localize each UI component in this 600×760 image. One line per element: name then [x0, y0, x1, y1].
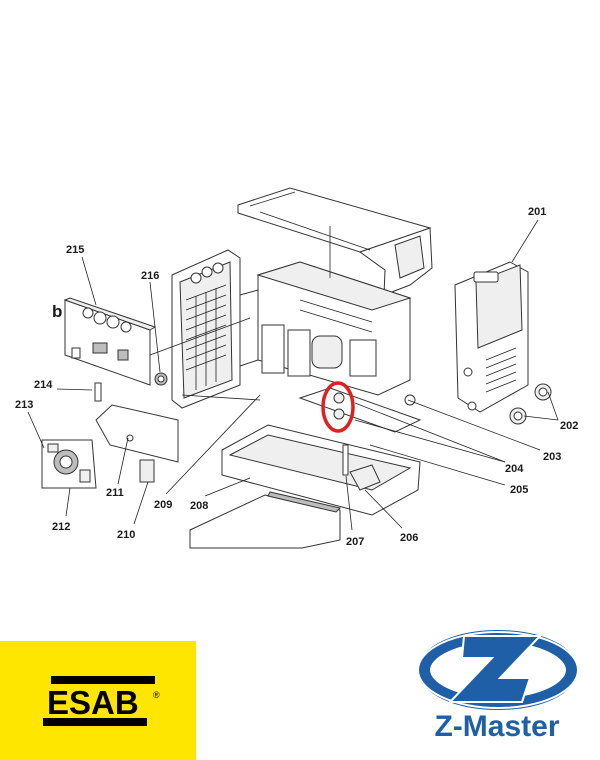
zmaster-text: Z-Master	[434, 710, 560, 743]
bracket-211	[95, 404, 179, 463]
back-cover-201	[454, 261, 529, 413]
esab-text: ESAB	[47, 684, 139, 721]
label-213: 213	[15, 399, 33, 411]
label-216: 216	[141, 270, 159, 282]
bottom-plate	[189, 491, 341, 549]
esab-logo: ESAB ®	[0, 641, 196, 760]
label-208: 208	[190, 500, 208, 512]
label-215: 215	[66, 244, 84, 256]
label-201: 201	[528, 206, 546, 218]
drive-assembly-212	[41, 439, 97, 489]
esab-wordmark: ESAB ®	[43, 676, 160, 726]
label-209: 209	[154, 499, 172, 511]
label-202: 202	[560, 420, 578, 432]
main-chassis	[239, 261, 416, 406]
highlight-ring	[321, 381, 355, 433]
label-207: 207	[346, 536, 364, 548]
esab-registered: ®	[153, 690, 160, 700]
knob-216	[154, 372, 168, 386]
label-212: 212	[52, 521, 70, 533]
label-211: 211	[106, 487, 124, 499]
base-tray-208	[221, 387, 422, 516]
label-206: 206	[400, 532, 418, 544]
label-204: 204	[505, 463, 524, 475]
connector-206	[349, 464, 381, 491]
label-205: 205	[510, 484, 528, 496]
control-pcb-215	[63, 297, 157, 386]
zmaster-emblem	[417, 630, 579, 710]
label-203: 203	[543, 451, 561, 463]
pin-214	[94, 382, 102, 402]
sub-label-b: b	[52, 302, 62, 321]
label-210: 210	[117, 529, 135, 541]
front-panel	[171, 249, 241, 409]
couplings-202	[509, 383, 552, 425]
label-214: 214	[34, 379, 53, 391]
highlighted-component	[333, 392, 345, 420]
zmaster-logo: Z-Master	[402, 618, 592, 760]
leader-lines	[27, 219, 559, 531]
bolt-207	[342, 444, 349, 476]
fuse-holder-210	[139, 459, 155, 483]
top-cover	[237, 187, 433, 296]
